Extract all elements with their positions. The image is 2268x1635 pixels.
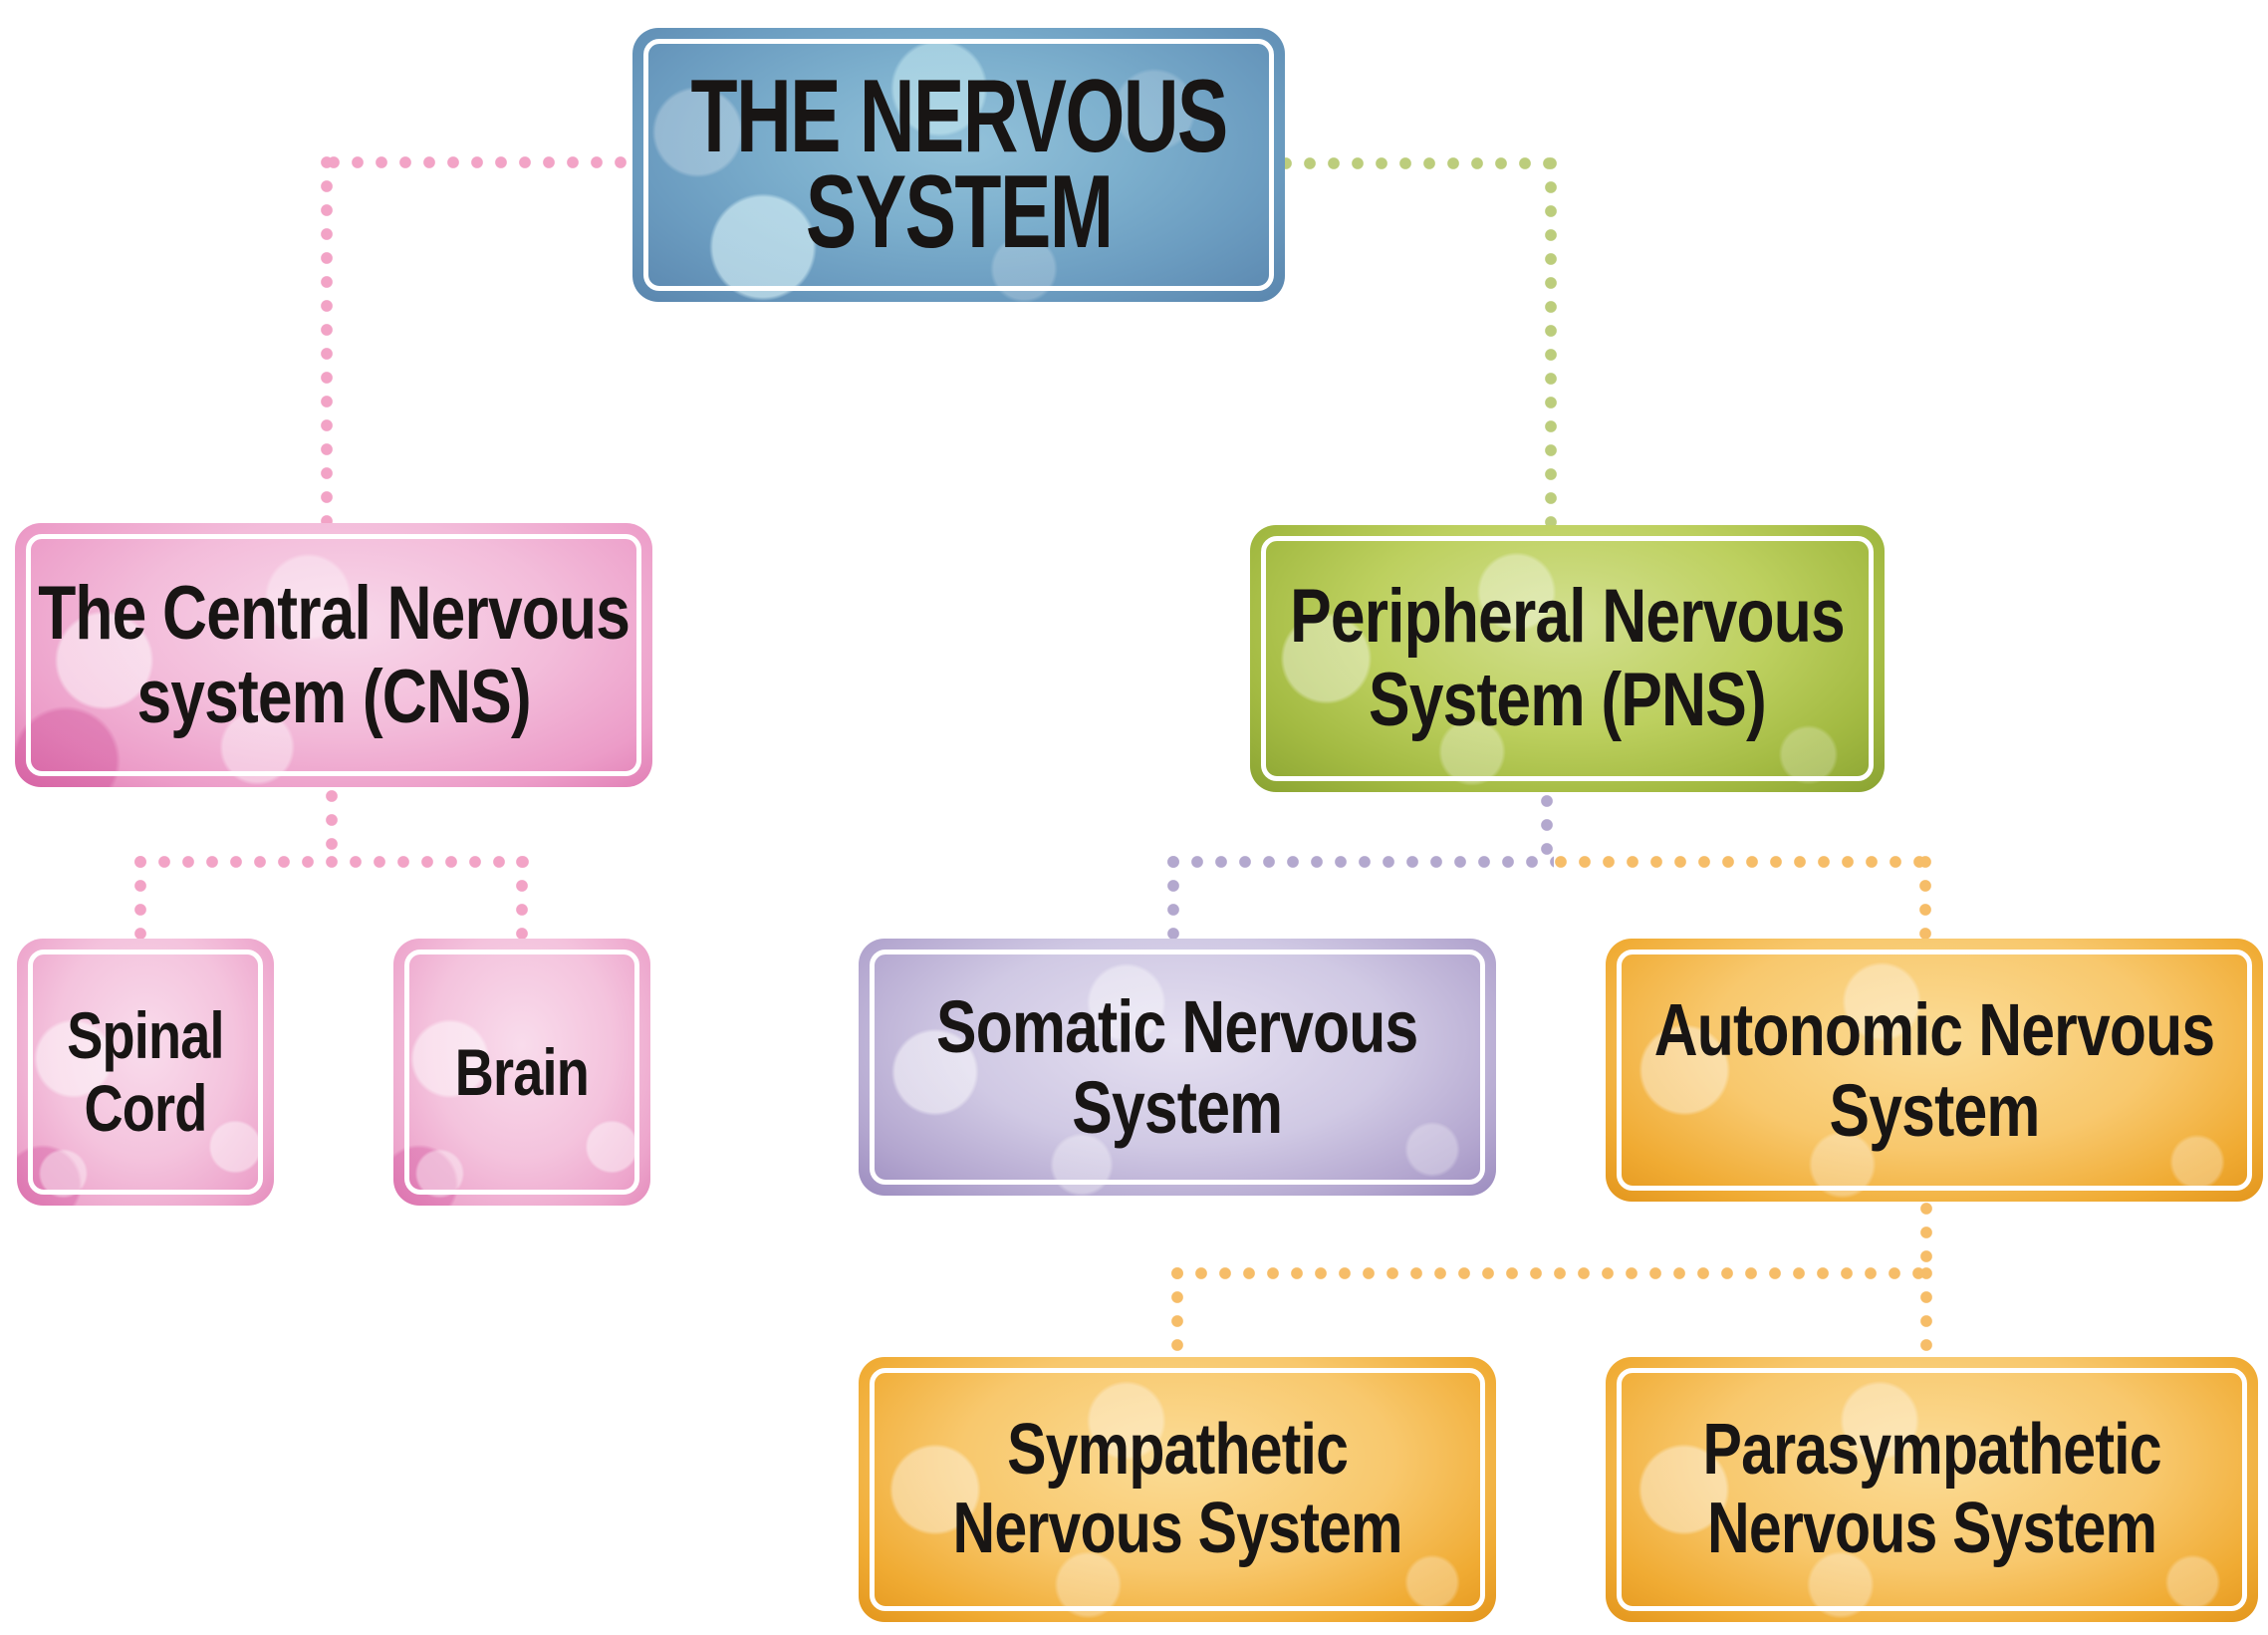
connector-autonomic-to-sympathetic — [1170, 1266, 1184, 1360]
label-line-2: Nervous System — [952, 1489, 1402, 1568]
node-autonomic-nervous-system-border — [1617, 950, 2252, 1191]
node-somatic-nervous-system-border — [870, 950, 1485, 1185]
connector-pns-crossbar-left — [1166, 855, 1554, 869]
node-the-nervous-system-border — [643, 39, 1274, 291]
node-sympathetic-nervous-system-label: Sympathetic Nervous System — [952, 1409, 1402, 1568]
connector-root-to-pns-vertical — [1544, 156, 1558, 525]
node-peripheral-nervous-system: Peripheral Nervous System (PNS) — [1250, 525, 1885, 792]
node-peripheral-nervous-system-label: Peripheral Nervous System (PNS) — [1290, 574, 1846, 742]
connector-root-to-cns-vertical — [320, 155, 334, 523]
label-line-1: Sympathetic — [1006, 1409, 1349, 1490]
connector-cns-crossbar — [133, 855, 529, 869]
connector-pns-crossbar-right — [1554, 855, 1927, 869]
node-central-nervous-system: The Central Nervous system (CNS) — [15, 523, 652, 787]
node-parasympathetic-nervous-system-label: Parasympathetic Nervous System — [1702, 1409, 2161, 1568]
label-line-1: Brain — [454, 1034, 590, 1109]
label-line-2: System — [1072, 1066, 1284, 1149]
label-line-1: THE NERVOUS — [690, 58, 1228, 174]
node-brain: Brain — [393, 939, 650, 1206]
node-parasympathetic-nervous-system: Parasympathetic Nervous System — [1606, 1357, 2258, 1622]
connector-root-to-pns-horizontal — [1279, 156, 1556, 170]
label-line-1: Spinal — [67, 998, 224, 1073]
label-line-1: Parasympathetic — [1702, 1409, 2161, 1490]
node-sympathetic-nervous-system-border — [870, 1368, 1485, 1611]
label-line-1: The Central Nervous — [38, 570, 630, 656]
node-somatic-nervous-system-label: Somatic Nervous System — [936, 984, 1418, 1149]
connector-root-to-cns-horizontal — [327, 155, 628, 169]
connector-autonomic-to-parasympathetic — [1919, 1266, 1933, 1360]
label-line-2: Cord — [84, 1071, 207, 1145]
node-spinal-cord: Spinal Cord — [17, 939, 274, 1206]
label-line-2: Nervous System — [1706, 1489, 2157, 1568]
label-line-2: System (PNS) — [1369, 658, 1767, 742]
node-autonomic-nervous-system-label: Autonomic Nervous System — [1653, 987, 2215, 1152]
node-brain-label: Brain — [454, 1034, 590, 1109]
label-line-1: Autonomic Nervous — [1653, 987, 2215, 1071]
node-spinal-cord-label: Spinal Cord — [67, 998, 224, 1145]
connector-autonomic-crossbar — [1170, 1266, 1927, 1280]
label-line-2: SYSTEM — [805, 153, 1114, 270]
node-brain-border — [404, 950, 639, 1195]
node-the-nervous-system-label: THE NERVOUS SYSTEM — [690, 58, 1228, 270]
node-parasympathetic-nervous-system-border — [1617, 1368, 2247, 1611]
connector-autonomic-stem — [1919, 1202, 1933, 1273]
label-line-1: Peripheral Nervous — [1290, 574, 1846, 660]
node-spinal-cord-border — [28, 950, 263, 1195]
connector-cns-to-brain — [515, 855, 529, 942]
node-the-nervous-system: THE NERVOUS SYSTEM — [632, 28, 1285, 302]
node-peripheral-nervous-system-border — [1261, 536, 1874, 781]
label-line-2: system (CNS) — [136, 654, 531, 739]
node-sympathetic-nervous-system: Sympathetic Nervous System — [859, 1357, 1496, 1622]
connector-cns-stem — [325, 789, 339, 864]
connector-cns-to-spinal-cord — [133, 855, 147, 942]
connector-pns-stem — [1540, 794, 1554, 862]
connector-pns-to-somatic — [1166, 855, 1180, 942]
connector-pns-to-autonomic — [1918, 855, 1932, 942]
node-central-nervous-system-label: The Central Nervous system (CNS) — [38, 572, 630, 738]
node-somatic-nervous-system: Somatic Nervous System — [859, 939, 1496, 1196]
label-line-2: System — [1829, 1069, 2041, 1152]
node-central-nervous-system-border — [26, 534, 641, 776]
label-line-1: Somatic Nervous — [936, 984, 1418, 1068]
node-autonomic-nervous-system: Autonomic Nervous System — [1606, 939, 2263, 1202]
